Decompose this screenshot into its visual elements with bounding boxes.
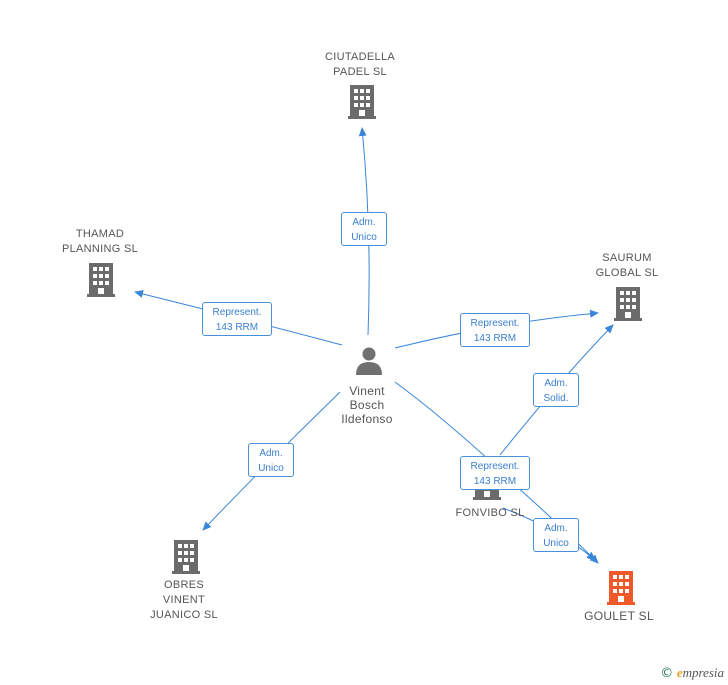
edge-label-to-thamad: Represent. 143 RRM xyxy=(202,302,272,336)
edge-label-to-obres: Adm. Unico xyxy=(248,443,294,477)
person-icon xyxy=(356,347,382,375)
node-label-ciutadella[interactable]: CIUTADELLA PADEL SL xyxy=(324,51,396,78)
node-label-saurum[interactable]: SAURUM GLOBAL SL xyxy=(595,252,659,279)
building-icon-saurum xyxy=(614,287,642,321)
building-icon-thamad xyxy=(87,263,115,297)
logo-initial: e xyxy=(676,665,683,680)
building-icon-goulet xyxy=(607,571,635,605)
empresia-logo: empresia xyxy=(677,665,724,680)
copyright-symbol: © xyxy=(660,666,674,681)
edge-label-fonvibo-to-goulet: Adm. Unico xyxy=(533,518,579,552)
brand-footer: © empresia xyxy=(660,665,724,681)
node-label-obres[interactable]: OBRES VINENT JUANICO SL xyxy=(150,579,218,621)
logo-text: mpresia xyxy=(682,665,724,680)
node-label-thamad[interactable]: THAMAD PLANNING SL xyxy=(61,228,139,255)
building-icon-ciutadella xyxy=(348,85,376,119)
edge-label-to-fonvibo: Represent. 143 RRM xyxy=(460,456,530,490)
edge-label-to-ciutadella: Adm. Unico xyxy=(341,212,387,246)
edge-label-fonvibo-to-saurum: Adm. Solid. xyxy=(533,373,579,407)
node-label-goulet[interactable]: GOULET SL xyxy=(584,609,654,623)
building-icon-obres xyxy=(172,540,200,574)
node-label-fonvibo[interactable]: FONVIBO SL xyxy=(455,507,525,519)
node-label-person[interactable]: Vinent Bosch Ildefonso xyxy=(341,384,393,426)
edge-label-to-saurum: Represent. 143 RRM xyxy=(460,313,530,347)
